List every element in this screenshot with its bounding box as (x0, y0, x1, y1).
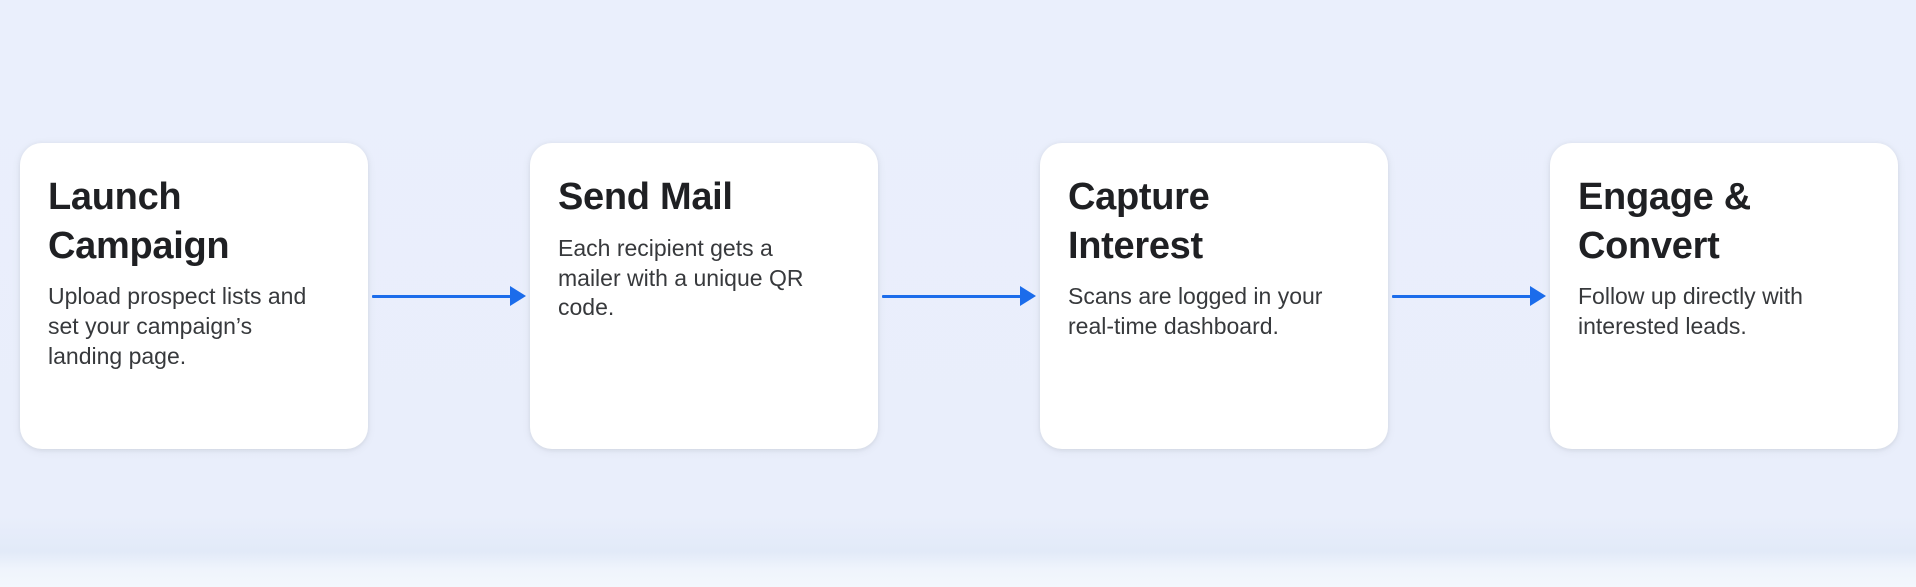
step-description: Each recipient gets a mailer with a uniq… (558, 234, 804, 321)
step-card-engage-convert: Engage & Convert Follow up directly with… (1550, 143, 1898, 449)
step-description: Follow up directly with interested leads… (1578, 283, 1803, 340)
step-description: Upload prospect lists and set your campa… (48, 283, 307, 370)
step-description: Scans are logged in your real-time dashb… (1068, 283, 1323, 340)
step-title: Launch Campaign (48, 176, 230, 267)
arrow-line (1392, 294, 1531, 298)
arrow-line (372, 294, 511, 298)
flow-row: Launch Campaign Upload prospect lists an… (0, 143, 1916, 449)
step-title: Send Mail (558, 176, 733, 218)
step-title: Capture Interest (1068, 176, 1210, 267)
flow-arrow-icon (1388, 284, 1550, 308)
arrow-head (1530, 286, 1546, 306)
flow-arrow-icon (878, 284, 1040, 308)
arrow-line (882, 294, 1021, 298)
arrow-head (1020, 286, 1036, 306)
arrow-head (510, 286, 526, 306)
step-card-capture-interest: Capture Interest Scans are logged in you… (1040, 143, 1388, 449)
step-title: Engage & Convert (1578, 176, 1751, 267)
step-card-send-mail: Send Mail Each recipient gets a mailer w… (530, 143, 878, 449)
step-card-launch-campaign: Launch Campaign Upload prospect lists an… (20, 143, 368, 449)
flow-arrow-icon (368, 284, 530, 308)
